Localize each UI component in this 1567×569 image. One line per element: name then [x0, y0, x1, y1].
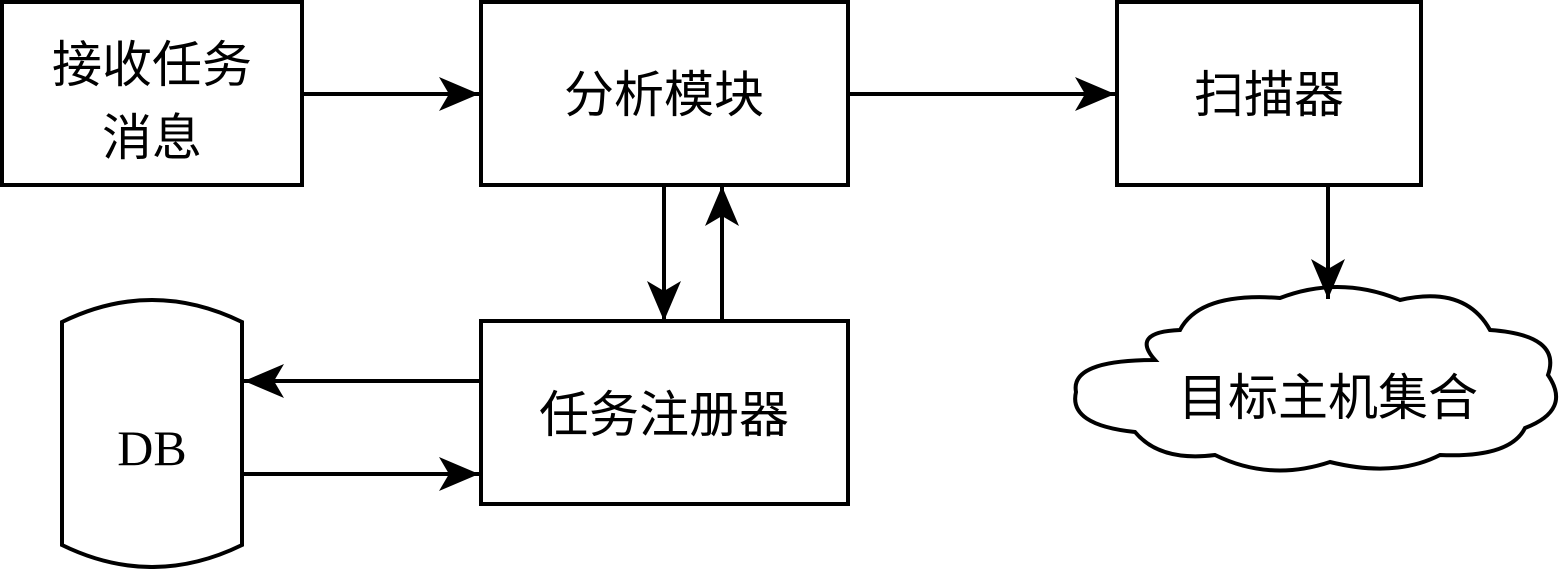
- database-node: DB: [60, 298, 244, 569]
- analysis-module-label: 分析模块: [564, 66, 764, 124]
- receive-task-label-line2: 消息: [102, 109, 202, 167]
- task-registry-label: 任务注册器: [539, 386, 789, 444]
- database-cylinder-shape: [60, 298, 244, 569]
- target-hosts-label: 目标主机集合: [1178, 369, 1478, 427]
- target-hosts-cloud-shape: [1073, 285, 1559, 473]
- target-hosts-node: 目标主机集合: [1073, 285, 1559, 473]
- task-registry-node: 任务注册器: [479, 319, 850, 506]
- receive-task-label-line1: 接收任务: [52, 36, 252, 94]
- scanner-label: 扫描器: [1194, 66, 1344, 124]
- scanner-node: 扫描器: [1115, 0, 1423, 187]
- analysis-module-node: 分析模块: [479, 0, 850, 187]
- database-label: DB: [117, 420, 186, 476]
- receive-task-node: 接收任务 消息: [0, 0, 304, 187]
